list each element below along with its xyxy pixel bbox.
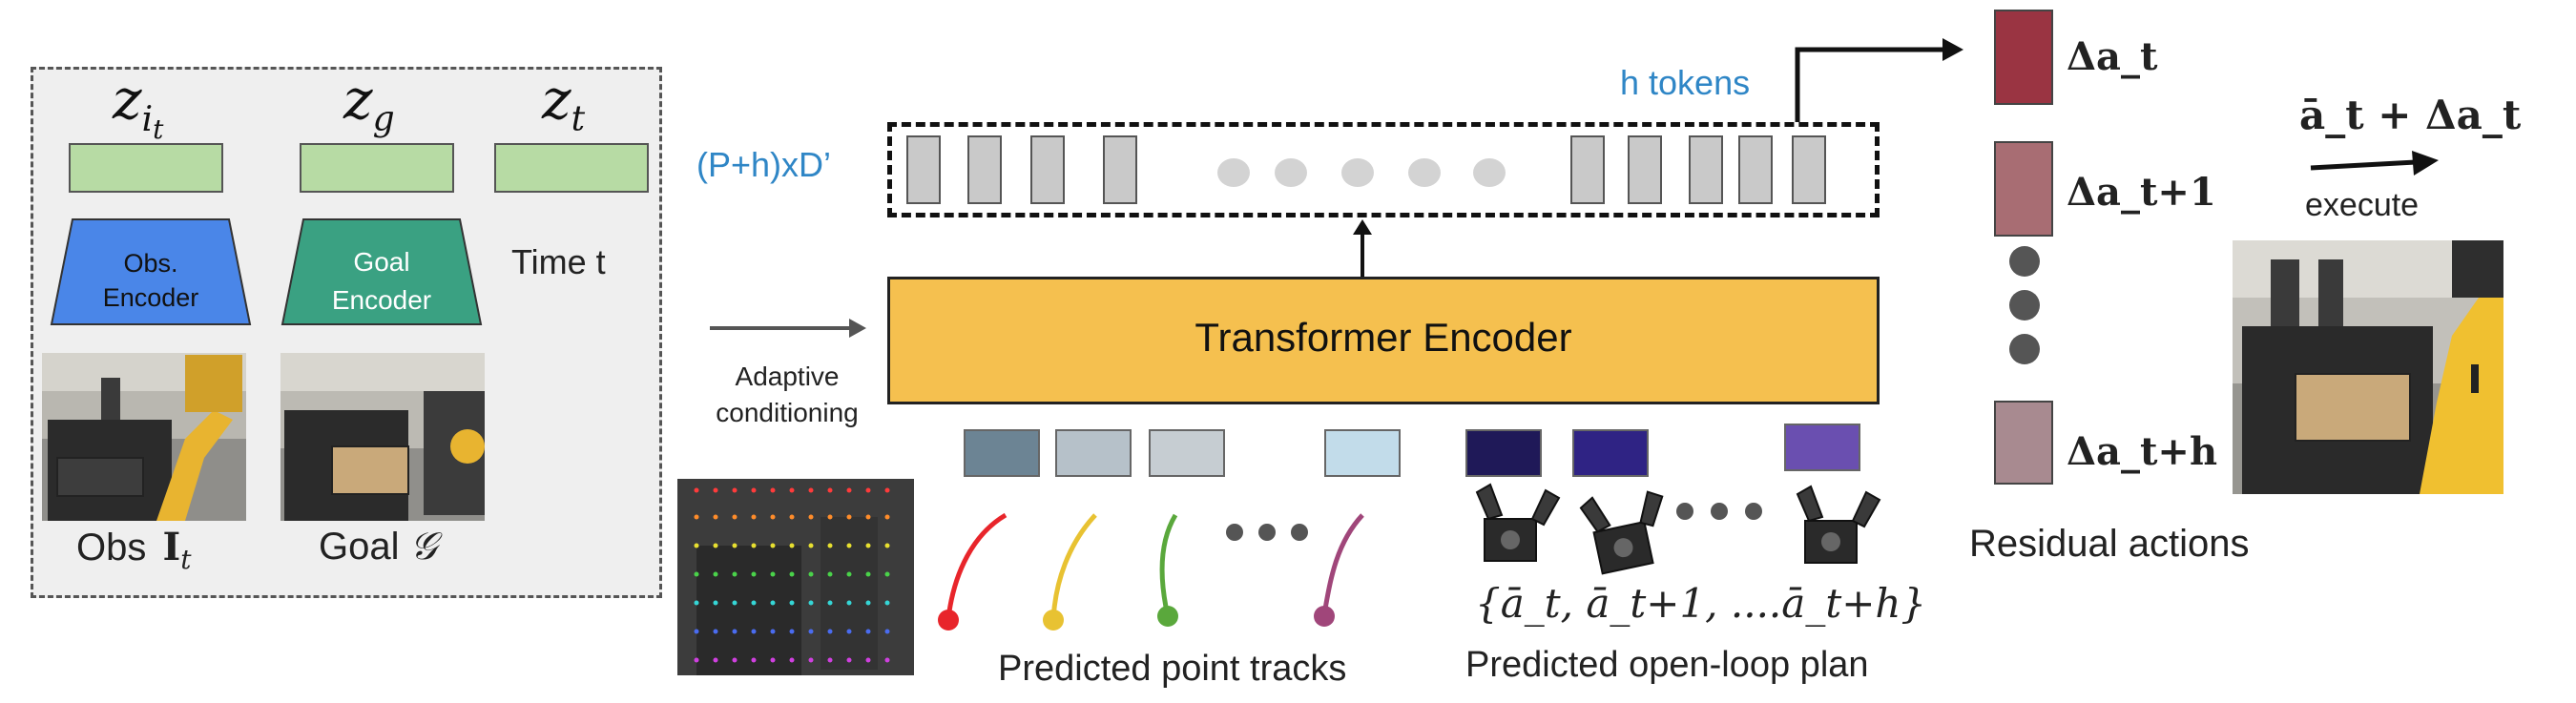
- goal-encoder: [280, 218, 483, 325]
- token: [1792, 135, 1826, 204]
- goal-image: [280, 353, 485, 521]
- token-ellipsis-dot: [1408, 158, 1441, 187]
- adaptive-conditioning-arrow: [710, 319, 866, 338]
- residual-label-t1: Δa_t+1: [2067, 170, 2216, 215]
- token: [906, 135, 941, 204]
- point-tracks-label: Predicted point tracks: [998, 649, 1347, 689]
- time-label: Time t: [511, 242, 606, 281]
- point-tracks: [938, 512, 1364, 631]
- residual-label-t: Δa_t: [2067, 34, 2158, 79]
- token: [1030, 135, 1065, 204]
- obs-encoder-label: Obs. Encoder: [102, 249, 199, 312]
- token: [1103, 135, 1137, 204]
- latent-goal-bar: [300, 143, 454, 193]
- latent-time-label: zt: [542, 67, 586, 139]
- token: [1689, 135, 1723, 204]
- token: [1628, 135, 1662, 204]
- residual-bar-t: [1994, 10, 2053, 105]
- residual-label-th: Δa_t+h: [2067, 429, 2218, 474]
- token-ellipsis-dot: [1217, 158, 1250, 187]
- track-ellipsis-dot: [1291, 524, 1308, 541]
- h-tokens-label: h tokens: [1620, 63, 1751, 102]
- gripper-icon: [1579, 490, 1664, 575]
- plan-ellipsis-dot: [1711, 503, 1728, 520]
- plan-token: [1784, 424, 1860, 471]
- track-ellipsis-dot: [1258, 524, 1276, 541]
- token: [967, 135, 1002, 204]
- token: [1570, 135, 1605, 204]
- execute-formula: ā_t + Δa_t: [2299, 92, 2522, 138]
- point-track-token: [1149, 429, 1225, 477]
- plan-token: [1465, 429, 1542, 477]
- token-sequence-box: [887, 122, 1880, 217]
- latent-obs-label: zit: [113, 67, 164, 145]
- transformer-output-arrow: [1353, 219, 1372, 277]
- residual-bar-t1: [1994, 141, 2053, 237]
- point-cloud-image: [677, 479, 914, 675]
- point-track-token: [964, 429, 1040, 477]
- point-track-token: [1324, 429, 1401, 477]
- execution-image: [2233, 240, 2503, 494]
- residual-actions-label: Residual actions: [1969, 523, 2250, 565]
- point-track-red-start: [938, 610, 959, 631]
- plan-ellipsis-dot: [1745, 503, 1762, 520]
- plan-ellipsis-dot: [1676, 503, 1693, 520]
- point-track-green-start: [1157, 606, 1178, 627]
- token-ellipsis-dot: [1341, 158, 1374, 187]
- token-ellipsis-dot: [1473, 158, 1506, 187]
- token-ellipsis-dot: [1275, 158, 1307, 187]
- adaptive-conditioning-label: Adaptive conditioning: [716, 362, 859, 427]
- obs-encoder: [50, 218, 252, 325]
- observation-image: [42, 353, 246, 521]
- latent-goal-label: zg: [343, 67, 395, 139]
- plan-token: [1572, 429, 1649, 477]
- plan-action-set: {ā_t, ā_t+1, ....ā_t+h}: [1475, 580, 1927, 627]
- open-loop-plan-label: Predicted open-loop plan: [1465, 645, 1869, 685]
- latent-obs-bar: [69, 143, 223, 193]
- execute-label: execute: [2305, 187, 2420, 223]
- execute-arrow: [2310, 151, 2439, 176]
- point-track-green: [1159, 513, 1178, 617]
- obs-caption: Obs It: [76, 525, 192, 575]
- point-track-red: [945, 512, 1008, 619]
- point-track-token: [1055, 429, 1132, 477]
- gripper-icon: [1796, 485, 1881, 564]
- goal-caption: Goal 𝒢: [319, 525, 438, 569]
- residual-bar-th: [1994, 401, 2053, 485]
- track-ellipsis-dot: [1226, 524, 1243, 541]
- residual-ellipsis: [2009, 246, 2040, 364]
- tokens-dim-label: (P+h)xD’: [696, 145, 832, 184]
- transformer-encoder-label: Transformer Encoder: [1195, 315, 1572, 360]
- point-track-purple: [1321, 513, 1364, 615]
- transformer-encoder: [887, 277, 1880, 404]
- point-track-purple-start: [1314, 606, 1335, 627]
- goal-encoder-label: Goal Encoder: [331, 247, 432, 315]
- point-track-yellow-start: [1043, 610, 1064, 631]
- gripper-icon: [1475, 483, 1561, 562]
- latent-time-bar: [494, 143, 649, 193]
- open-loop-plan-grippers: [1475, 483, 1881, 575]
- point-track-yellow: [1050, 513, 1097, 621]
- h-tokens-arrow: [1795, 38, 1963, 122]
- token: [1738, 135, 1773, 204]
